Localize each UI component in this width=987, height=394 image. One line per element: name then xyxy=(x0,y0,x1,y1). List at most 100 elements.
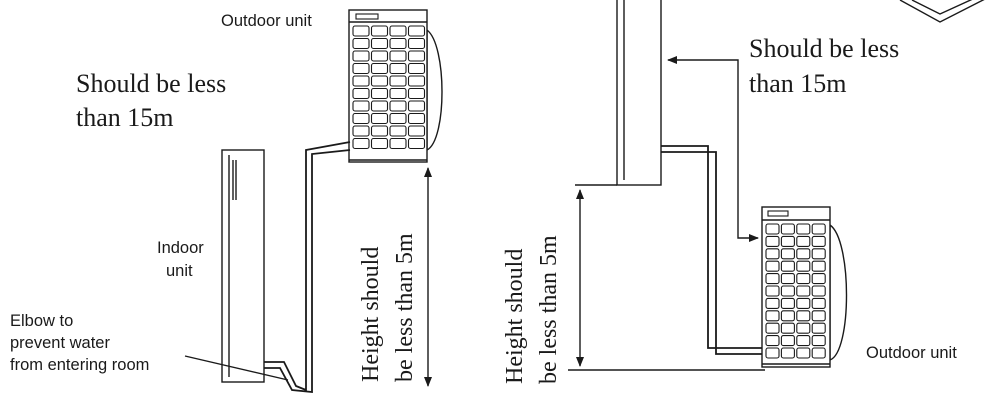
right-pipe-outer xyxy=(661,145,765,349)
grill-cell xyxy=(780,335,795,347)
left-distance-label-line2: than 15m xyxy=(76,103,174,132)
grill-cell xyxy=(780,322,795,334)
indoor-unit-label-line2: unit xyxy=(166,262,193,280)
grill-cell xyxy=(780,248,795,260)
grill-cell xyxy=(780,347,795,359)
grill-cell xyxy=(407,137,426,150)
grill-cell xyxy=(811,310,826,322)
grill-cell xyxy=(765,273,780,285)
corner-decoration-outer xyxy=(899,0,985,23)
grill-cell xyxy=(796,285,811,297)
grill-cell xyxy=(780,273,795,285)
grill-cell xyxy=(407,75,426,87)
grill-cell xyxy=(352,100,370,112)
right-distance-label-line2: than 15m xyxy=(749,69,847,98)
grill-cell xyxy=(811,235,826,247)
grill-cell xyxy=(370,137,389,150)
grill-cell xyxy=(389,50,407,62)
indoor-unit-label-line1: Indoor xyxy=(157,239,204,257)
grill-cell xyxy=(811,335,826,347)
grill-cell xyxy=(796,322,811,334)
grill-cell xyxy=(796,347,811,359)
grill-cell xyxy=(796,310,811,322)
grill-cell xyxy=(389,112,407,125)
left-outdoor-unit-label: Outdoor unit xyxy=(221,12,312,30)
grill-cell xyxy=(811,248,826,260)
grill-cell xyxy=(780,223,795,235)
grill-cell xyxy=(352,137,370,150)
indoor-unit-drawing xyxy=(221,149,265,383)
grill-cell xyxy=(352,50,370,62)
grill-cell xyxy=(765,335,780,347)
left-distance-label-line1: Should be less xyxy=(76,69,226,98)
grill-cell xyxy=(370,87,389,100)
grill-cell xyxy=(389,62,407,75)
grill-cell xyxy=(811,260,826,272)
grill-cell xyxy=(370,37,389,50)
grill-cell xyxy=(765,347,780,359)
left-diagram: Outdoor unit Should be less than 15m Ind… xyxy=(10,9,443,393)
grill-cell xyxy=(811,297,826,309)
outdoor-unit-grill xyxy=(352,25,426,150)
elbow-label-line2: prevent water xyxy=(10,334,110,352)
outdoor-unit-drawing xyxy=(348,9,443,163)
grill-cell xyxy=(370,112,389,125)
grill-cell xyxy=(765,248,780,260)
right-refrigerant-pipes xyxy=(661,145,765,355)
elbow-label-line3: from entering room xyxy=(10,356,149,374)
left-height-label-line2: be less than 5m xyxy=(392,233,418,382)
grill-cell xyxy=(780,260,795,272)
grill-cell xyxy=(796,223,811,235)
grill-cell xyxy=(796,235,811,247)
grill-cell xyxy=(370,25,389,37)
grill-cell xyxy=(780,285,795,297)
grill-cell xyxy=(370,100,389,112)
grill-cell xyxy=(370,50,389,62)
right-outdoor-unit-drawing xyxy=(761,206,848,368)
grill-cell xyxy=(407,50,426,62)
grill-cell xyxy=(370,125,389,137)
elbow-label-line1: Elbow to xyxy=(10,312,73,330)
grill-cell xyxy=(765,297,780,309)
grill-cell xyxy=(796,335,811,347)
grill-cell xyxy=(352,25,370,37)
corner-decoration-inner xyxy=(911,0,973,15)
grill-cell xyxy=(407,87,426,100)
outdoor-unit-fan-cover xyxy=(426,28,443,152)
elbow-pointer-line xyxy=(184,355,289,381)
grill-cell xyxy=(765,223,780,235)
left-height-label-line1: Height should xyxy=(358,247,384,382)
right-distance-arrow xyxy=(667,56,759,242)
grill-cell xyxy=(352,112,370,125)
outdoor-unit-badge xyxy=(355,13,379,20)
right-pipe-inner xyxy=(661,151,765,355)
grill-cell xyxy=(389,87,407,100)
grill-cell xyxy=(407,62,426,75)
right-diagram: Should be less than 15m Height should be… xyxy=(502,0,985,384)
grill-cell xyxy=(796,248,811,260)
grill-cell xyxy=(352,125,370,137)
grill-cell xyxy=(352,87,370,100)
grill-cell xyxy=(370,75,389,87)
grill-cell xyxy=(407,125,426,137)
grill-cell xyxy=(765,260,780,272)
grill-cell xyxy=(352,75,370,87)
refrigerant-pipes xyxy=(264,141,351,393)
right-indoor-unit-drawing xyxy=(575,0,662,186)
grill-cell xyxy=(765,285,780,297)
right-outdoor-unit-badge xyxy=(767,210,789,217)
grill-cell xyxy=(765,235,780,247)
grill-cell xyxy=(765,322,780,334)
right-outdoor-unit-grill xyxy=(765,223,826,359)
right-outdoor-unit-fan-cover xyxy=(829,223,848,362)
grill-cell xyxy=(811,273,826,285)
grill-cell xyxy=(811,223,826,235)
right-height-label-line1: Height should xyxy=(502,249,528,384)
grill-cell xyxy=(389,75,407,87)
grill-cell xyxy=(811,347,826,359)
right-outdoor-unit-label: Outdoor unit xyxy=(866,344,957,362)
grill-cell xyxy=(389,125,407,137)
grill-cell xyxy=(780,235,795,247)
